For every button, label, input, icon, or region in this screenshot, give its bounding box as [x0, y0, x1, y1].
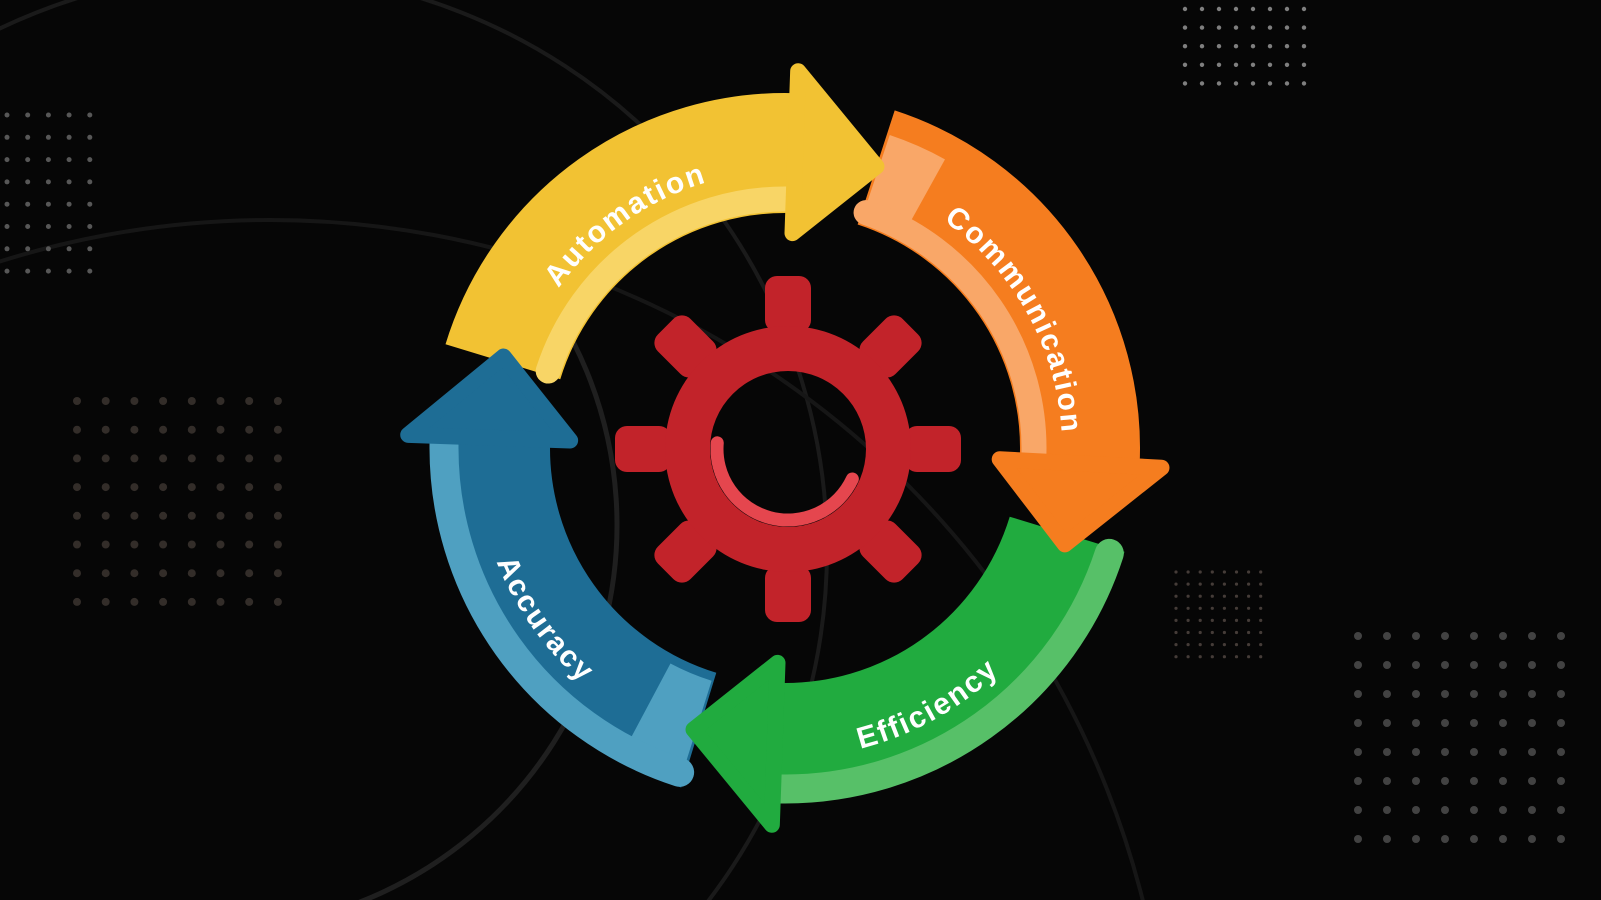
ring-arrowheads [400, 63, 1170, 833]
dot-grid-top-left [4, 112, 93, 274]
arc-highlight-accuracy [429, 427, 695, 787]
arrowhead-accuracy [400, 348, 579, 449]
decor-circle-wide [0, 218, 1145, 900]
arrowhead-efficiency [685, 654, 786, 833]
dot-grid-right-middle [1174, 570, 1263, 659]
arc-highlight-efficiency [764, 538, 1124, 804]
gear-tooth [859, 315, 922, 378]
decor-circle-left [357, 263, 620, 900]
arc-efficiency [772, 515, 1125, 803]
gear-tooth [615, 426, 671, 472]
gear-tooth [859, 520, 922, 583]
gear-highlight [710, 436, 859, 527]
gear-tooth [905, 426, 961, 472]
arc-automation [445, 93, 798, 381]
dot-grid-bottom-right [1354, 632, 1565, 843]
gear-tooth [654, 315, 717, 378]
arc-highlight-communication [853, 200, 1047, 470]
gear-tooth [654, 520, 717, 583]
arrowhead-communication [991, 451, 1170, 553]
arc-start-wedge-communication [861, 135, 945, 236]
gear-tooth [765, 566, 811, 622]
arrowhead-automation [784, 63, 885, 242]
dot-grid-top-right [1182, 6, 1307, 86]
arc-start-wedge-accuracy [630, 663, 713, 763]
gear-icon [615, 276, 961, 622]
dot-grid-left-middle [73, 397, 282, 606]
gear-tooth [765, 276, 811, 332]
gear-body [665, 326, 911, 572]
arc-highlight-automation [535, 186, 802, 384]
